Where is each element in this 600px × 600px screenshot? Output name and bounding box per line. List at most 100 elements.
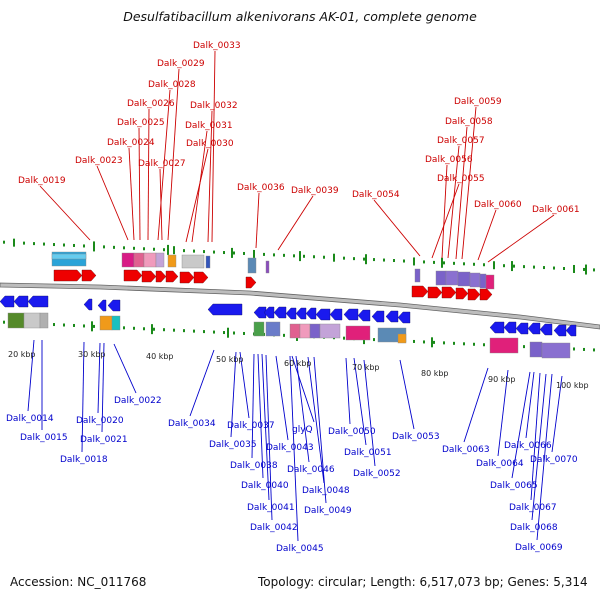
lower-gene-label: Dalk_0042 bbox=[250, 523, 298, 533]
lower-leader-line bbox=[363, 359, 376, 467]
upper-gene-label: Dalk_0059 bbox=[454, 97, 502, 107]
reverse-gene-arrow bbox=[329, 308, 343, 321]
upper-leader-line bbox=[447, 145, 460, 259]
gene-box bbox=[253, 321, 265, 337]
gene-box bbox=[309, 323, 321, 339]
lower-leader-line bbox=[530, 372, 541, 501]
upper-gene-label: Dalk_0039 bbox=[291, 186, 339, 196]
forward-gene-arrow bbox=[427, 286, 443, 299]
upper-leader-line bbox=[167, 68, 180, 241]
upper-leader-line bbox=[255, 192, 260, 249]
lower-gene-label: Dalk_0014 bbox=[6, 414, 54, 424]
lower-leader-line bbox=[265, 354, 273, 521]
upper-gene-label: Dalk_0061 bbox=[532, 205, 580, 215]
gene-box bbox=[133, 252, 145, 268]
upper-leader-line bbox=[461, 106, 477, 260]
reverse-gene-arrow bbox=[0, 295, 15, 308]
upper-leader-line bbox=[39, 185, 91, 241]
reverse-gene-arrow bbox=[503, 321, 517, 334]
gene-box bbox=[167, 254, 177, 268]
forward-gene-arrow bbox=[53, 269, 83, 282]
upper-gene-label: Dalk_0055 bbox=[437, 174, 485, 184]
lower-leader-line bbox=[313, 356, 327, 504]
upper-leader-line bbox=[211, 50, 216, 243]
lower-gene-label: Dalk_0049 bbox=[304, 506, 352, 516]
gene-box bbox=[485, 274, 495, 290]
lower-leader-line bbox=[81, 341, 85, 453]
gene-feature-boxes bbox=[7, 251, 571, 359]
reverse-gene-arrow bbox=[527, 322, 541, 335]
upper-gene-label: Dalk_0058 bbox=[445, 117, 493, 127]
lower-leader-line bbox=[497, 369, 509, 457]
lower-gene-label: Dalk_0020 bbox=[76, 416, 124, 426]
lower-gene-label: Dalk_0051 bbox=[344, 448, 392, 458]
upper-gene-label: Dalk_0019 bbox=[18, 176, 66, 186]
upper-gene-label: Dalk_0024 bbox=[107, 138, 155, 148]
lower-gene-label: Dalk_0065 bbox=[490, 481, 538, 491]
reverse-gene-arrow bbox=[273, 306, 287, 319]
lower-leader-line bbox=[189, 349, 215, 417]
lower-gene-label: Dalk_0035 bbox=[209, 440, 257, 450]
forward-gene-arrow bbox=[141, 270, 157, 283]
reverse-gene-arrow bbox=[305, 307, 317, 320]
reverse-gene-arrow bbox=[263, 306, 275, 319]
upper-gene-label: Dalk_0032 bbox=[190, 101, 238, 111]
gene-arrows bbox=[0, 269, 577, 337]
lower-gene-label: Dalk_0038 bbox=[230, 461, 278, 471]
reverse-gene-arrow bbox=[539, 323, 553, 336]
forward-gene-arrow bbox=[193, 271, 209, 284]
upper-leader-line bbox=[191, 130, 208, 243]
upper-gene-label: Dalk_0023 bbox=[75, 156, 123, 166]
reverse-gene-arrow bbox=[385, 310, 399, 323]
lower-leader-line bbox=[275, 355, 289, 441]
lower-leader-line bbox=[257, 353, 264, 479]
scale-label: 20 kbp bbox=[8, 350, 36, 359]
upper-leader-line bbox=[477, 209, 497, 261]
genome-stats-text: Topology: circular; Length: 6,517,073 bp… bbox=[258, 575, 588, 589]
backbone-band bbox=[0, 282, 600, 330]
reverse-gene-arrow bbox=[253, 306, 267, 319]
lower-leader-line bbox=[511, 371, 531, 479]
lower-gene-label: Dalk_0037 bbox=[227, 421, 275, 431]
upper-gene-label: Dalk_0031 bbox=[185, 121, 233, 131]
upper-gene-label: Dalk_0029 bbox=[157, 59, 205, 69]
gene-box bbox=[99, 315, 113, 331]
upper-leader-line bbox=[138, 127, 141, 241]
scale-label: 40 kbp bbox=[146, 352, 174, 361]
lower-gene-label: Dalk_0018 bbox=[60, 455, 108, 465]
lower-leader-line bbox=[261, 353, 270, 501]
gene-box bbox=[181, 254, 205, 269]
lower-gene-label: Dalk_0034 bbox=[168, 419, 216, 429]
lower-leader-line bbox=[295, 355, 310, 463]
lower-gene-label: Dalk_0052 bbox=[353, 469, 401, 479]
gene-box bbox=[7, 312, 25, 329]
gene-box bbox=[121, 252, 135, 268]
upper-leader-line bbox=[207, 110, 213, 243]
forward-gene-arrow bbox=[81, 269, 97, 282]
reverse-gene-arrow bbox=[315, 308, 331, 321]
lower-gene-label: Dalk_0068 bbox=[510, 523, 558, 533]
lower-leader-line bbox=[531, 373, 547, 521]
label-leader-lines bbox=[27, 50, 563, 542]
lower-leader-line bbox=[536, 373, 553, 541]
upper-leader-line bbox=[96, 165, 129, 241]
upper-leader-line bbox=[487, 214, 555, 263]
lower-leader-line bbox=[463, 367, 489, 443]
gene-box bbox=[299, 323, 311, 339]
lower-leader-line bbox=[525, 371, 535, 439]
reverse-gene-arrow bbox=[489, 321, 505, 334]
reverse-gene-arrow bbox=[515, 322, 529, 335]
upper-leader-line bbox=[157, 89, 171, 241]
lower-gene-label: Dalk_0015 bbox=[20, 433, 68, 443]
upper-leader-line bbox=[147, 108, 150, 241]
scale-label: 100 kbp bbox=[556, 381, 589, 390]
upper-leader-line bbox=[373, 199, 421, 257]
lower-gene-label: Dalk_0041 bbox=[247, 503, 295, 513]
gene-box bbox=[289, 323, 301, 339]
reverse-gene-arrow bbox=[285, 307, 297, 320]
gene-box bbox=[51, 253, 87, 260]
upper-gene-label: Dalk_0028 bbox=[148, 80, 196, 90]
